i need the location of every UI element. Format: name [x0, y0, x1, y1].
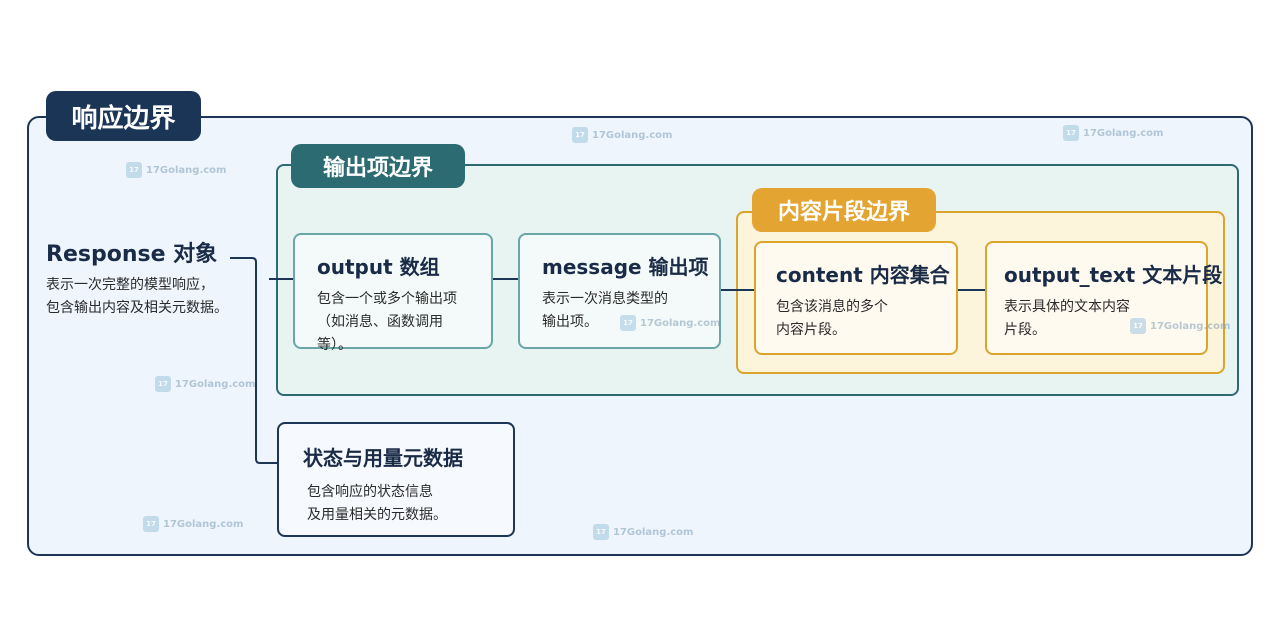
output-array-description: 包含一个或多个输出项 （如消息、函数调用等）。 [317, 291, 457, 353]
content-collection-title: content 内容集合 [776, 263, 950, 287]
message-item-title: message 输出项 [542, 255, 709, 279]
watermark: 17 17Golang.com [155, 376, 255, 392]
watermark-logo-icon: 17 [1063, 125, 1079, 141]
watermark: 17 17Golang.com [1130, 318, 1230, 334]
watermark: 17 17Golang.com [1063, 125, 1163, 141]
output-text-node: output_text 文本片段 表示具体的文本内容 片段。 [985, 241, 1223, 355]
response-object-title: Response 对象 [46, 242, 218, 267]
output-array-title: output 数组 [317, 255, 440, 279]
watermark-logo-icon: 17 [1130, 318, 1146, 334]
response-boundary-tag: 响应边界 [46, 91, 201, 141]
output-items-boundary-tag: 输出项边界 [291, 144, 465, 188]
status-usage-node: 状态与用量元数据 包含响应的状态信息 及用量相关的元数据。 [277, 422, 515, 537]
watermark-logo-icon: 17 [593, 524, 609, 540]
watermark: 17 17Golang.com [572, 127, 672, 143]
watermark: 17 17Golang.com [620, 315, 720, 331]
content-parts-boundary-tag: 内容片段边界 [752, 188, 936, 232]
message-item-description: 表示一次消息类型的 输出项。 [542, 291, 668, 330]
watermark: 17 17Golang.com [593, 524, 693, 540]
status-usage-description: 包含响应的状态信息 及用量相关的元数据。 [307, 484, 447, 523]
watermark-logo-icon: 17 [620, 315, 636, 331]
connector-response-trunk [230, 257, 277, 464]
watermark-logo-icon: 17 [572, 127, 588, 143]
watermark-logo-icon: 17 [126, 162, 142, 178]
output-array-node: output 数组 包含一个或多个输出项 （如消息、函数调用等）。 [293, 233, 493, 353]
watermark-logo-icon: 17 [155, 376, 171, 392]
message-item-node: message 输出项 表示一次消息类型的 输出项。 [518, 233, 721, 349]
watermark-logo-icon: 17 [143, 516, 159, 532]
content-collection-description: 包含该消息的多个 内容片段。 [776, 299, 888, 338]
watermark: 17 17Golang.com [126, 162, 226, 178]
response-object-description: 表示一次完整的模型响应， 包含输出内容及相关元数据。 [46, 277, 228, 316]
watermark: 17 17Golang.com [143, 516, 243, 532]
output-text-title: output_text 文本片段 [1004, 263, 1223, 287]
output-text-description: 表示具体的文本内容 片段。 [1004, 299, 1130, 338]
status-usage-title: 状态与用量元数据 [303, 446, 463, 470]
content-collection-node: content 内容集合 包含该消息的多个 内容片段。 [754, 241, 958, 355]
